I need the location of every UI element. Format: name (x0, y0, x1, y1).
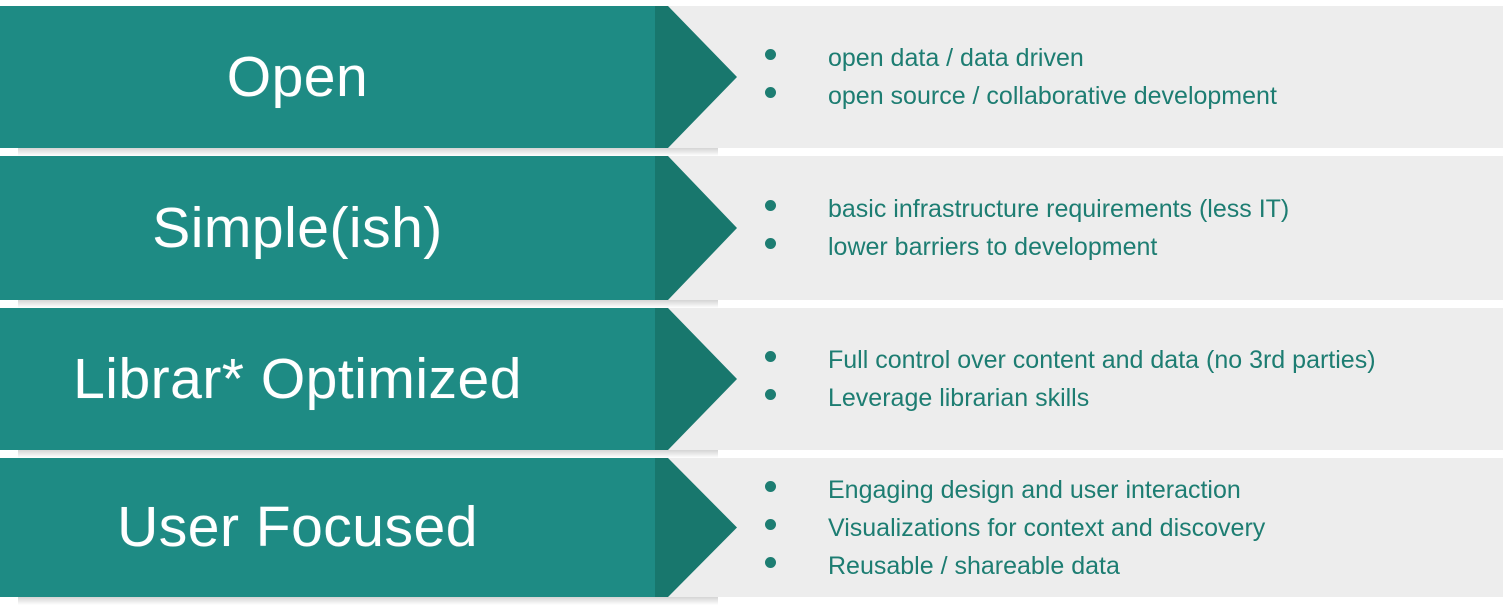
list-item: lower barriers to development (765, 228, 1503, 266)
list-item-label: Engaging design and user interaction (828, 475, 1241, 504)
chevron-arrow-icon (0, 458, 737, 597)
list-item-label: Leverage librarian skills (828, 384, 1090, 412)
process-row: Simple(ish) basic infrastructure require… (0, 156, 1503, 300)
bullet-dot-icon (765, 389, 776, 400)
chevron-label: Simple(ish) (152, 195, 443, 260)
chevron-label: User Focused (117, 495, 478, 559)
process-row: User Focused Engaging design and user in… (0, 458, 1503, 597)
list-item-label: Full control over content and data (no 3… (828, 346, 1376, 374)
list-item: Engaging design and user interaction (765, 471, 1503, 509)
list-item-label: Visualizations for context and discovery (828, 513, 1266, 542)
chevron-label: Librar* Optimized (73, 346, 522, 411)
chevron-shape[interactable] (0, 156, 740, 300)
chevron-arrow-icon (0, 156, 737, 300)
bullet-list: Full control over content and data (no 3… (755, 308, 1503, 450)
list-item-label: open source / collaborative development (828, 82, 1277, 110)
list-item-label: basic infrastructure requirements (less … (828, 195, 1290, 223)
list-item: Reusable / shareable data (765, 547, 1503, 585)
bullet-dot-icon (765, 351, 776, 362)
row-shadow (18, 597, 718, 605)
list-item: Leverage librarian skills (765, 379, 1503, 417)
list-item: Full control over content and data (no 3… (765, 341, 1503, 379)
bullet-dot-icon (765, 87, 776, 98)
list-item: open data / data driven (765, 39, 1503, 77)
bullet-list: open data / data driven open source / co… (755, 6, 1503, 148)
list-item: open source / collaborative development (765, 77, 1503, 115)
bullet-dot-icon (765, 200, 776, 211)
bullet-list: basic infrastructure requirements (less … (755, 156, 1503, 300)
list-item: basic infrastructure requirements (less … (765, 190, 1503, 228)
row-shadow (18, 148, 718, 156)
bullet-dot-icon (765, 480, 776, 492)
list-item-label: open data / data driven (828, 44, 1084, 72)
bullet-dot-icon (765, 518, 776, 530)
chevron-label: Open (226, 44, 369, 109)
process-row: Librar* Optimized Full control over cont… (0, 308, 1503, 450)
chevron-arrow-icon (0, 308, 737, 450)
chevron-arrow-icon (0, 6, 737, 148)
bullet-dot-icon (765, 556, 776, 568)
bullet-dot-icon (765, 49, 776, 60)
chevron-shape[interactable] (0, 308, 740, 450)
chevron-shape[interactable] (0, 458, 740, 597)
process-row: Open open data / data driven open source… (0, 6, 1503, 148)
bullet-list: Engaging design and user interaction Vis… (755, 458, 1503, 597)
row-shadow (18, 450, 718, 458)
list-item: Visualizations for context and discovery (765, 509, 1503, 547)
chevron-shape[interactable] (0, 6, 740, 148)
bullet-dot-icon (765, 238, 776, 249)
list-item-label: lower barriers to development (828, 233, 1158, 261)
row-shadow (18, 300, 718, 308)
list-item-label: Reusable / shareable data (828, 551, 1120, 580)
